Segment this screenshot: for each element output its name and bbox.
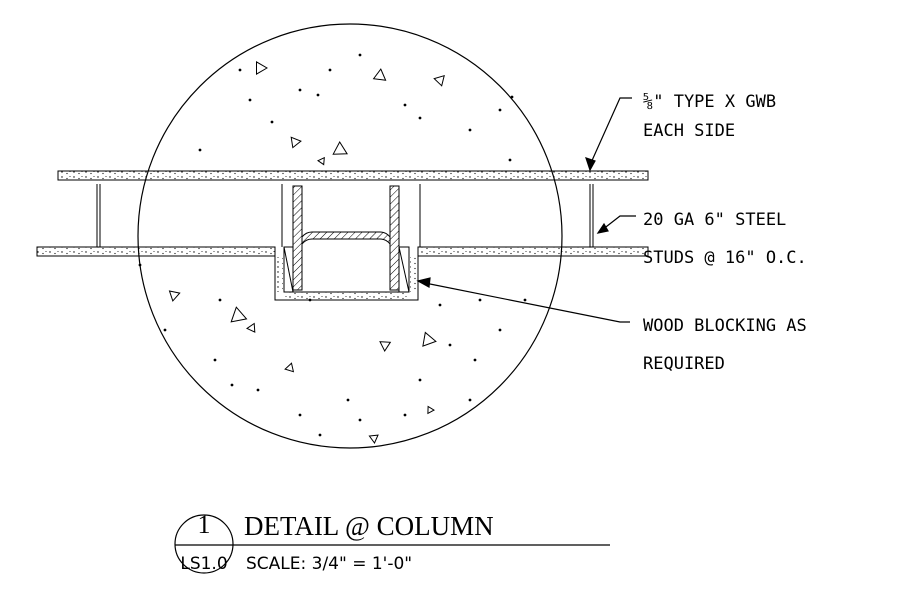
aggregate-triangle <box>256 61 268 75</box>
aggregate-dot <box>468 398 472 402</box>
aggregate-dot <box>468 128 472 132</box>
aggregate-triangle <box>433 74 445 87</box>
aggregate-dot <box>448 343 452 347</box>
aggregate-dot <box>298 88 302 92</box>
steel-column <box>292 185 400 291</box>
aggregate-dot <box>270 120 274 124</box>
aggregate-dot <box>256 388 260 392</box>
aggregate-dot <box>358 418 362 422</box>
aggregate-triangle <box>372 68 387 81</box>
aggregate-triangle <box>368 434 379 444</box>
sheet-number: LS1.0 <box>180 554 227 574</box>
aggregate-dot <box>508 158 512 162</box>
aggregate-triangle <box>245 322 256 333</box>
aggregate-triangle <box>422 331 437 347</box>
aggregate-triangle <box>379 341 392 353</box>
detail-number: 1 <box>198 510 211 539</box>
aggregate-dot <box>346 398 350 402</box>
wall-cavity <box>58 179 648 248</box>
aggregate-triangle <box>230 306 248 323</box>
aggregate-dot <box>138 263 142 267</box>
concrete-column <box>137 23 563 449</box>
aggregate-dot <box>238 68 242 72</box>
aggregate-triangle <box>332 141 348 155</box>
concrete-aggregate-marks <box>138 53 527 444</box>
aggregate-triangle <box>284 362 295 373</box>
aggregate-dot <box>230 383 234 387</box>
aggregate-dot <box>358 53 362 57</box>
aggregate-dot <box>418 116 422 120</box>
aggregate-triangle <box>317 156 325 166</box>
aggregate-dot <box>403 103 407 107</box>
aggregate-dot <box>218 298 222 302</box>
note-studs-line1: 20 GA 6" STEEL <box>643 210 786 230</box>
aggregate-dot <box>318 433 322 437</box>
aggregate-dot <box>418 378 422 382</box>
aggregate-dot <box>198 148 202 152</box>
aggregate-dot <box>438 303 442 307</box>
aggregate-dot <box>248 98 252 102</box>
detail-title-block: 1 LS1.0 DETAIL @ COLUMN SCALE: 3/4" = 1'… <box>174 510 610 574</box>
aggregate-triangle <box>168 290 181 302</box>
aggregate-dot <box>328 68 332 72</box>
aggregate-dot <box>163 328 167 332</box>
aggregate-dot <box>298 413 302 417</box>
note-blocking-line1: WOOD BLOCKING AS <box>643 316 807 336</box>
aggregate-dot <box>316 93 320 97</box>
aggregate-dot <box>498 328 502 332</box>
aggregate-triangle <box>290 136 302 149</box>
detail-scale: SCALE: 3/4" = 1'-0" <box>246 554 412 574</box>
note-gwb-line1: ⅝" TYPE X GWB <box>643 92 776 112</box>
leader-lines <box>416 97 636 323</box>
detail-title: DETAIL @ COLUMN <box>244 511 494 541</box>
aggregate-triangle <box>427 405 436 415</box>
note-gwb-line2: EACH SIDE <box>643 121 735 141</box>
aggregate-dot <box>213 358 217 362</box>
aggregate-dot <box>403 413 407 417</box>
aggregate-dot <box>510 95 514 99</box>
aggregate-dot <box>523 298 527 302</box>
aggregate-dot <box>498 108 502 112</box>
note-blocking-line2: REQUIRED <box>643 354 725 374</box>
wood-blocking <box>283 246 410 293</box>
aggregate-dot <box>473 358 477 362</box>
aggregate-dot <box>478 298 482 302</box>
note-studs-line2: STUDS @ 16" O.C. <box>643 248 807 268</box>
